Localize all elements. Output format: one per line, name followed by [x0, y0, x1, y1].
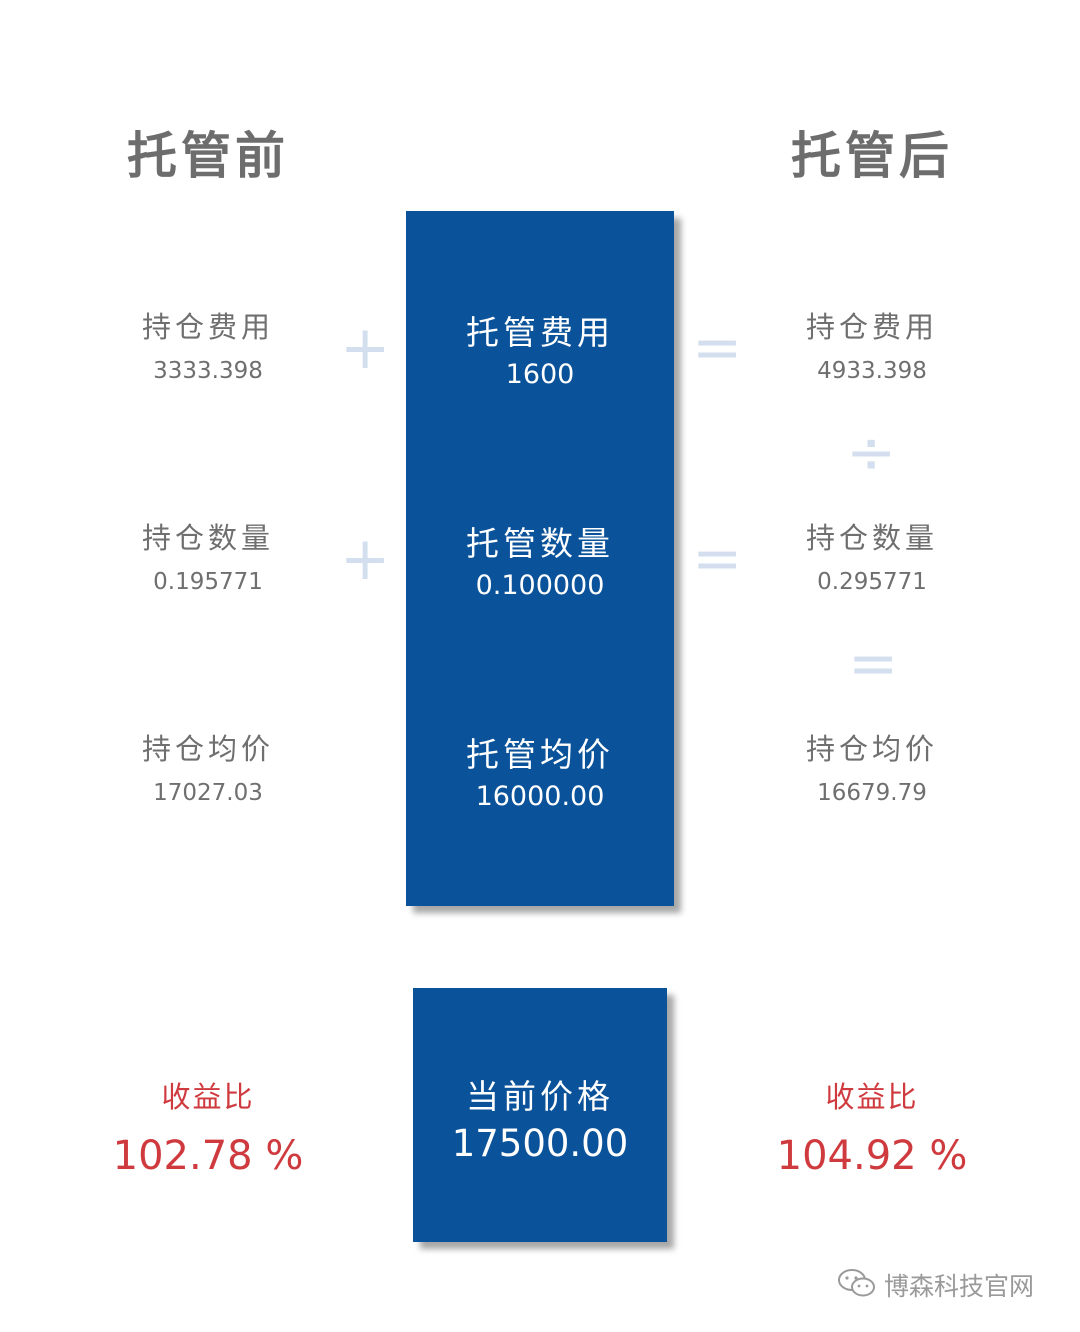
before-quantity-label: 持仓数量	[141, 521, 274, 555]
after-avgprice-value: 16679.79	[817, 780, 927, 806]
before-profit-label: 收益比	[161, 1080, 255, 1114]
after-profit-label: 收益比	[825, 1080, 919, 1114]
equals-icon: =	[692, 524, 743, 594]
before-avgprice-value: 17027.03	[153, 780, 263, 806]
after-cost-label: 持仓费用	[805, 310, 938, 344]
wechat-icon	[836, 1266, 878, 1300]
plus-icon: +	[340, 524, 391, 594]
before-quantity-value: 0.195771	[153, 569, 263, 595]
custody-fee-value: 1600	[505, 359, 575, 390]
before-avgprice-label: 持仓均价	[141, 732, 274, 766]
plus-icon: +	[340, 313, 391, 383]
after-quantity-value: 0.295771	[817, 569, 927, 595]
after-quantity-label: 持仓数量	[805, 521, 938, 555]
divide-icon: ÷	[846, 418, 897, 488]
after-profit-value: 104.92 %	[776, 1133, 968, 1179]
current-price-box: 当前价格 17500.00	[413, 988, 667, 1242]
before-heading: 托管前	[127, 127, 289, 185]
custody-fee-label: 托管费用	[466, 313, 614, 352]
custody-quantity-label: 托管数量	[466, 524, 614, 563]
custody-box: 托管费用 1600 托管数量 0.100000 托管均价 16000.00	[406, 211, 674, 906]
current-price-label: 当前价格	[466, 1077, 614, 1116]
after-avgprice-label: 持仓均价	[805, 732, 938, 766]
custody-quantity-value: 0.100000	[475, 570, 605, 601]
after-heading: 托管后	[791, 127, 953, 185]
before-profit-value: 102.78 %	[112, 1133, 304, 1179]
watermark-text: 博森科技官网	[884, 1272, 1035, 1301]
equals-icon: =	[692, 313, 743, 383]
custody-avgprice-label: 托管均价	[466, 735, 614, 774]
equals-icon: =	[848, 629, 899, 699]
before-cost-label: 持仓费用	[141, 310, 274, 344]
current-price-value: 17500.00	[451, 1122, 629, 1165]
before-cost-value: 3333.398	[153, 358, 263, 384]
custody-avgprice-value: 16000.00	[475, 781, 605, 812]
after-cost-value: 4933.398	[817, 358, 927, 384]
